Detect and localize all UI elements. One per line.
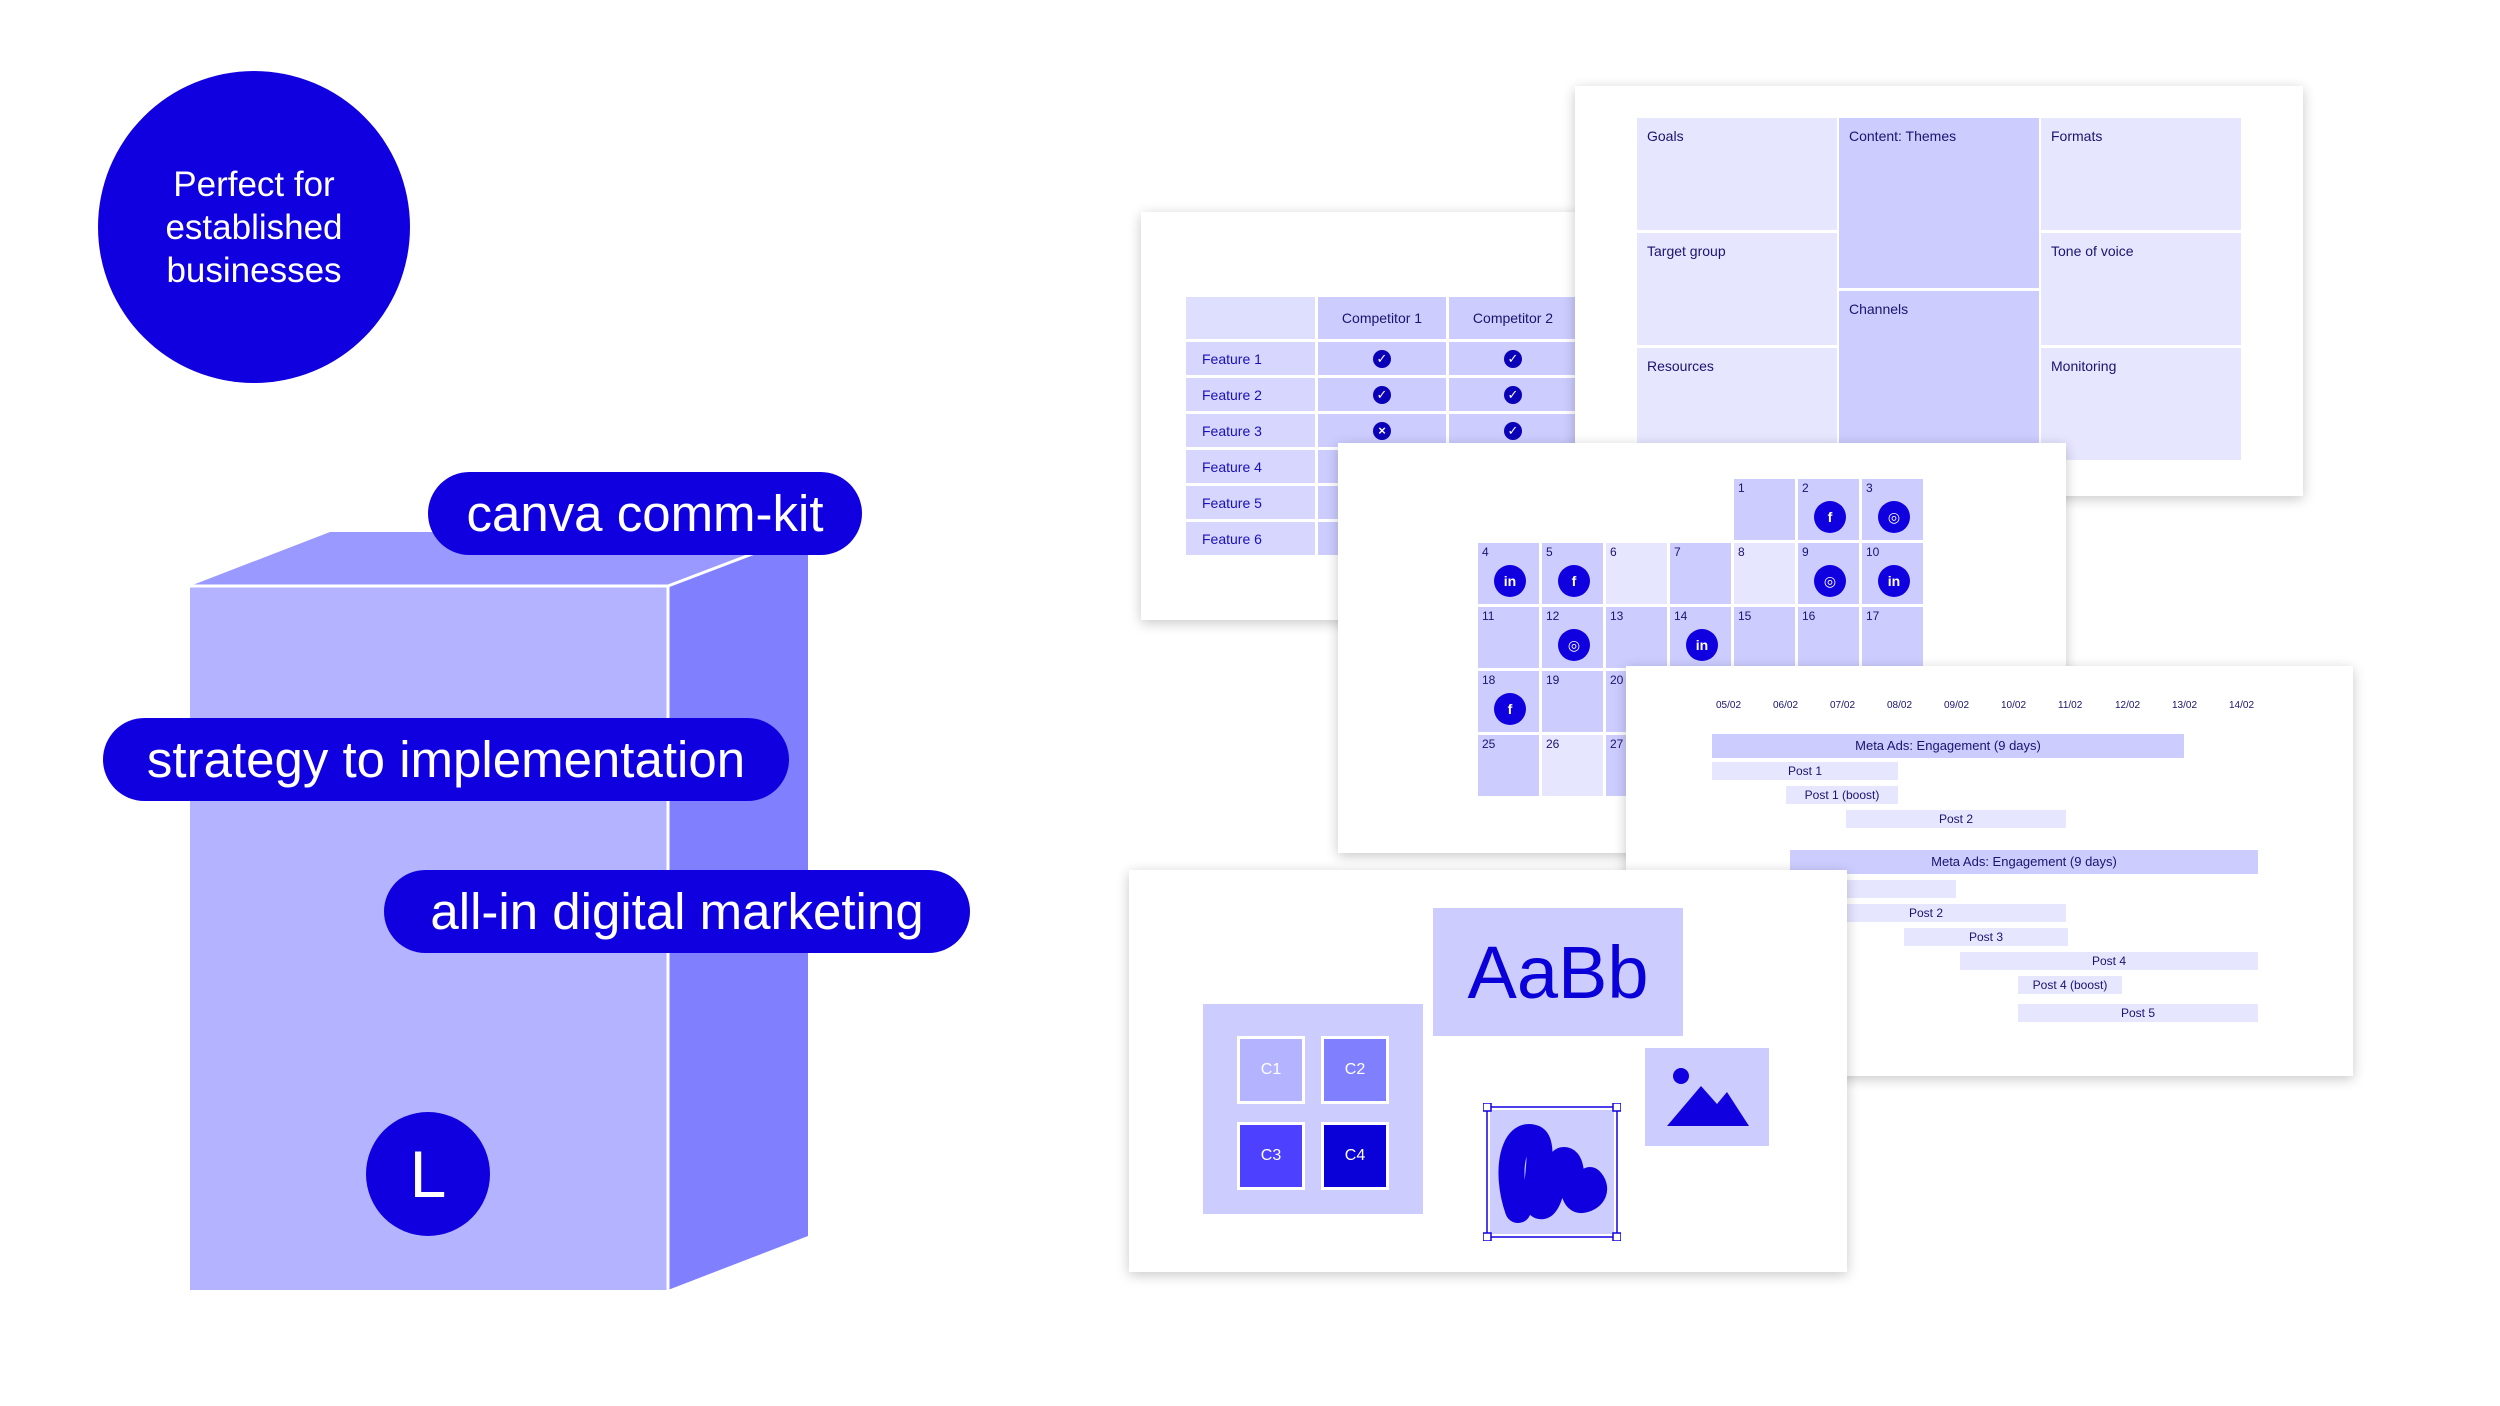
swatch-c3: C3 xyxy=(1237,1122,1305,1190)
image-placeholder xyxy=(1645,1048,1769,1146)
gantt-date: 05/02 xyxy=(1716,700,1742,711)
calendar-day: 3◎ xyxy=(1862,479,1923,540)
gantt-date: 09/02 xyxy=(1944,700,1970,711)
canvas-monitoring: Monitoring xyxy=(2041,348,2241,460)
gantt-bar: Post 1 (boost) xyxy=(1786,786,1898,804)
gantt-bar: Post 4 xyxy=(1960,952,2258,970)
gantt-date: 08/02 xyxy=(1887,700,1913,711)
check-icon: ✓ xyxy=(1373,385,1391,404)
col-header: Competitor 2 xyxy=(1449,297,1577,339)
canvas-target: Target group xyxy=(1637,233,1837,345)
calendar-day: 16 xyxy=(1798,607,1859,668)
swatch-c4: C4 xyxy=(1321,1122,1389,1190)
intro-circle: Perfect for established businesses xyxy=(98,71,410,383)
strategy-canvas-card: Goals Content: Themes Formats Target gro… xyxy=(1575,86,2303,496)
intro-text: Perfect for established businesses xyxy=(165,164,343,290)
cross-icon: × xyxy=(1373,421,1391,440)
check-icon: ✓ xyxy=(1504,349,1522,368)
swatch-c1: C1 xyxy=(1237,1036,1305,1104)
canvas-channels: Channels xyxy=(1839,291,2039,471)
gantt-date: 11/02 xyxy=(2058,700,2083,711)
canvas-themes: Content: Themes xyxy=(1839,118,2039,288)
canvas-goals: Goals xyxy=(1637,118,1837,230)
instagram-icon: ◎ xyxy=(1878,501,1910,533)
type-sample: AaBb xyxy=(1433,908,1683,1036)
table-row: Feature 1✓✓ xyxy=(1186,342,1577,375)
calendar-day: 13 xyxy=(1606,607,1667,668)
image-icon xyxy=(1667,1068,1749,1126)
check-icon: ✓ xyxy=(1504,385,1522,404)
logo-badge: L xyxy=(366,1112,490,1236)
gantt-bar: Meta Ads: Engagement (9 days) xyxy=(1712,734,2184,758)
gantt-date: 12/02 xyxy=(2115,700,2141,711)
instagram-icon: ◎ xyxy=(1814,565,1846,597)
instagram-icon: ◎ xyxy=(1558,629,1590,661)
gantt-bar: Post 2 xyxy=(1846,810,2066,828)
calendar-day: 7 xyxy=(1670,543,1731,604)
calendar-day: 19 xyxy=(1542,671,1603,732)
brand-card: C1 C2 C3 C4 AaBb xyxy=(1129,870,1847,1272)
linkedin-icon: in xyxy=(1878,565,1910,597)
swatch-c2: C2 xyxy=(1321,1036,1389,1104)
calendar-day: 26 xyxy=(1542,735,1603,796)
linkedin-icon: in xyxy=(1494,565,1526,597)
gantt-date: 07/02 xyxy=(1830,700,1856,711)
calendar-day: 17 xyxy=(1862,607,1923,668)
calendar-day: 15 xyxy=(1734,607,1795,668)
facebook-icon: f xyxy=(1814,501,1846,533)
gantt-bar: Post 3 xyxy=(1904,928,2068,946)
table-row: Feature 2✓✓ xyxy=(1186,378,1577,411)
digital-pill: all-in digital marketing xyxy=(384,870,970,953)
gantt-bar: Meta Ads: Engagement (9 days) xyxy=(1790,850,2258,874)
gantt-bar: Post 1 xyxy=(1712,762,1898,780)
canvas-formats: Formats xyxy=(2041,118,2241,230)
check-icon: ✓ xyxy=(1373,349,1391,368)
calendar-day: 25 xyxy=(1478,735,1539,796)
table-row: Feature 3×✓ xyxy=(1186,414,1577,447)
linkedin-icon: in xyxy=(1686,629,1718,661)
selection-handles xyxy=(1483,1103,1621,1241)
kit-pill: canva comm-kit xyxy=(428,472,862,555)
gantt-date: 10/02 xyxy=(2001,700,2027,711)
logo-placeholder xyxy=(1490,1110,1614,1234)
gantt-bar: Post 4 (boost) xyxy=(2018,976,2122,994)
strategy-pill: strategy to implementation xyxy=(103,718,789,801)
facebook-icon: f xyxy=(1494,693,1526,725)
gantt-date: 14/02 xyxy=(2229,700,2255,711)
canvas-tone: Tone of voice xyxy=(2041,233,2241,345)
calendar-day: 11 xyxy=(1478,607,1539,668)
gantt-date: 13/02 xyxy=(2172,700,2198,711)
gantt-bar: Post 2 xyxy=(1786,904,2066,922)
calendar-day: 1 xyxy=(1734,479,1795,540)
gantt-date: 06/02 xyxy=(1773,700,1799,711)
calendar-day: 12◎ xyxy=(1542,607,1603,668)
signature-icon xyxy=(1498,1124,1608,1223)
facebook-icon: f xyxy=(1558,565,1590,597)
calendar-day: 6 xyxy=(1606,543,1667,604)
check-icon: ✓ xyxy=(1504,421,1522,440)
calendar-day: 9◎ xyxy=(1798,543,1859,604)
col-header: Competitor 1 xyxy=(1318,297,1446,339)
calendar-day: 8 xyxy=(1734,543,1795,604)
swatch-panel xyxy=(1203,1004,1423,1214)
gantt-bar: Post 5 xyxy=(2018,1004,2258,1022)
